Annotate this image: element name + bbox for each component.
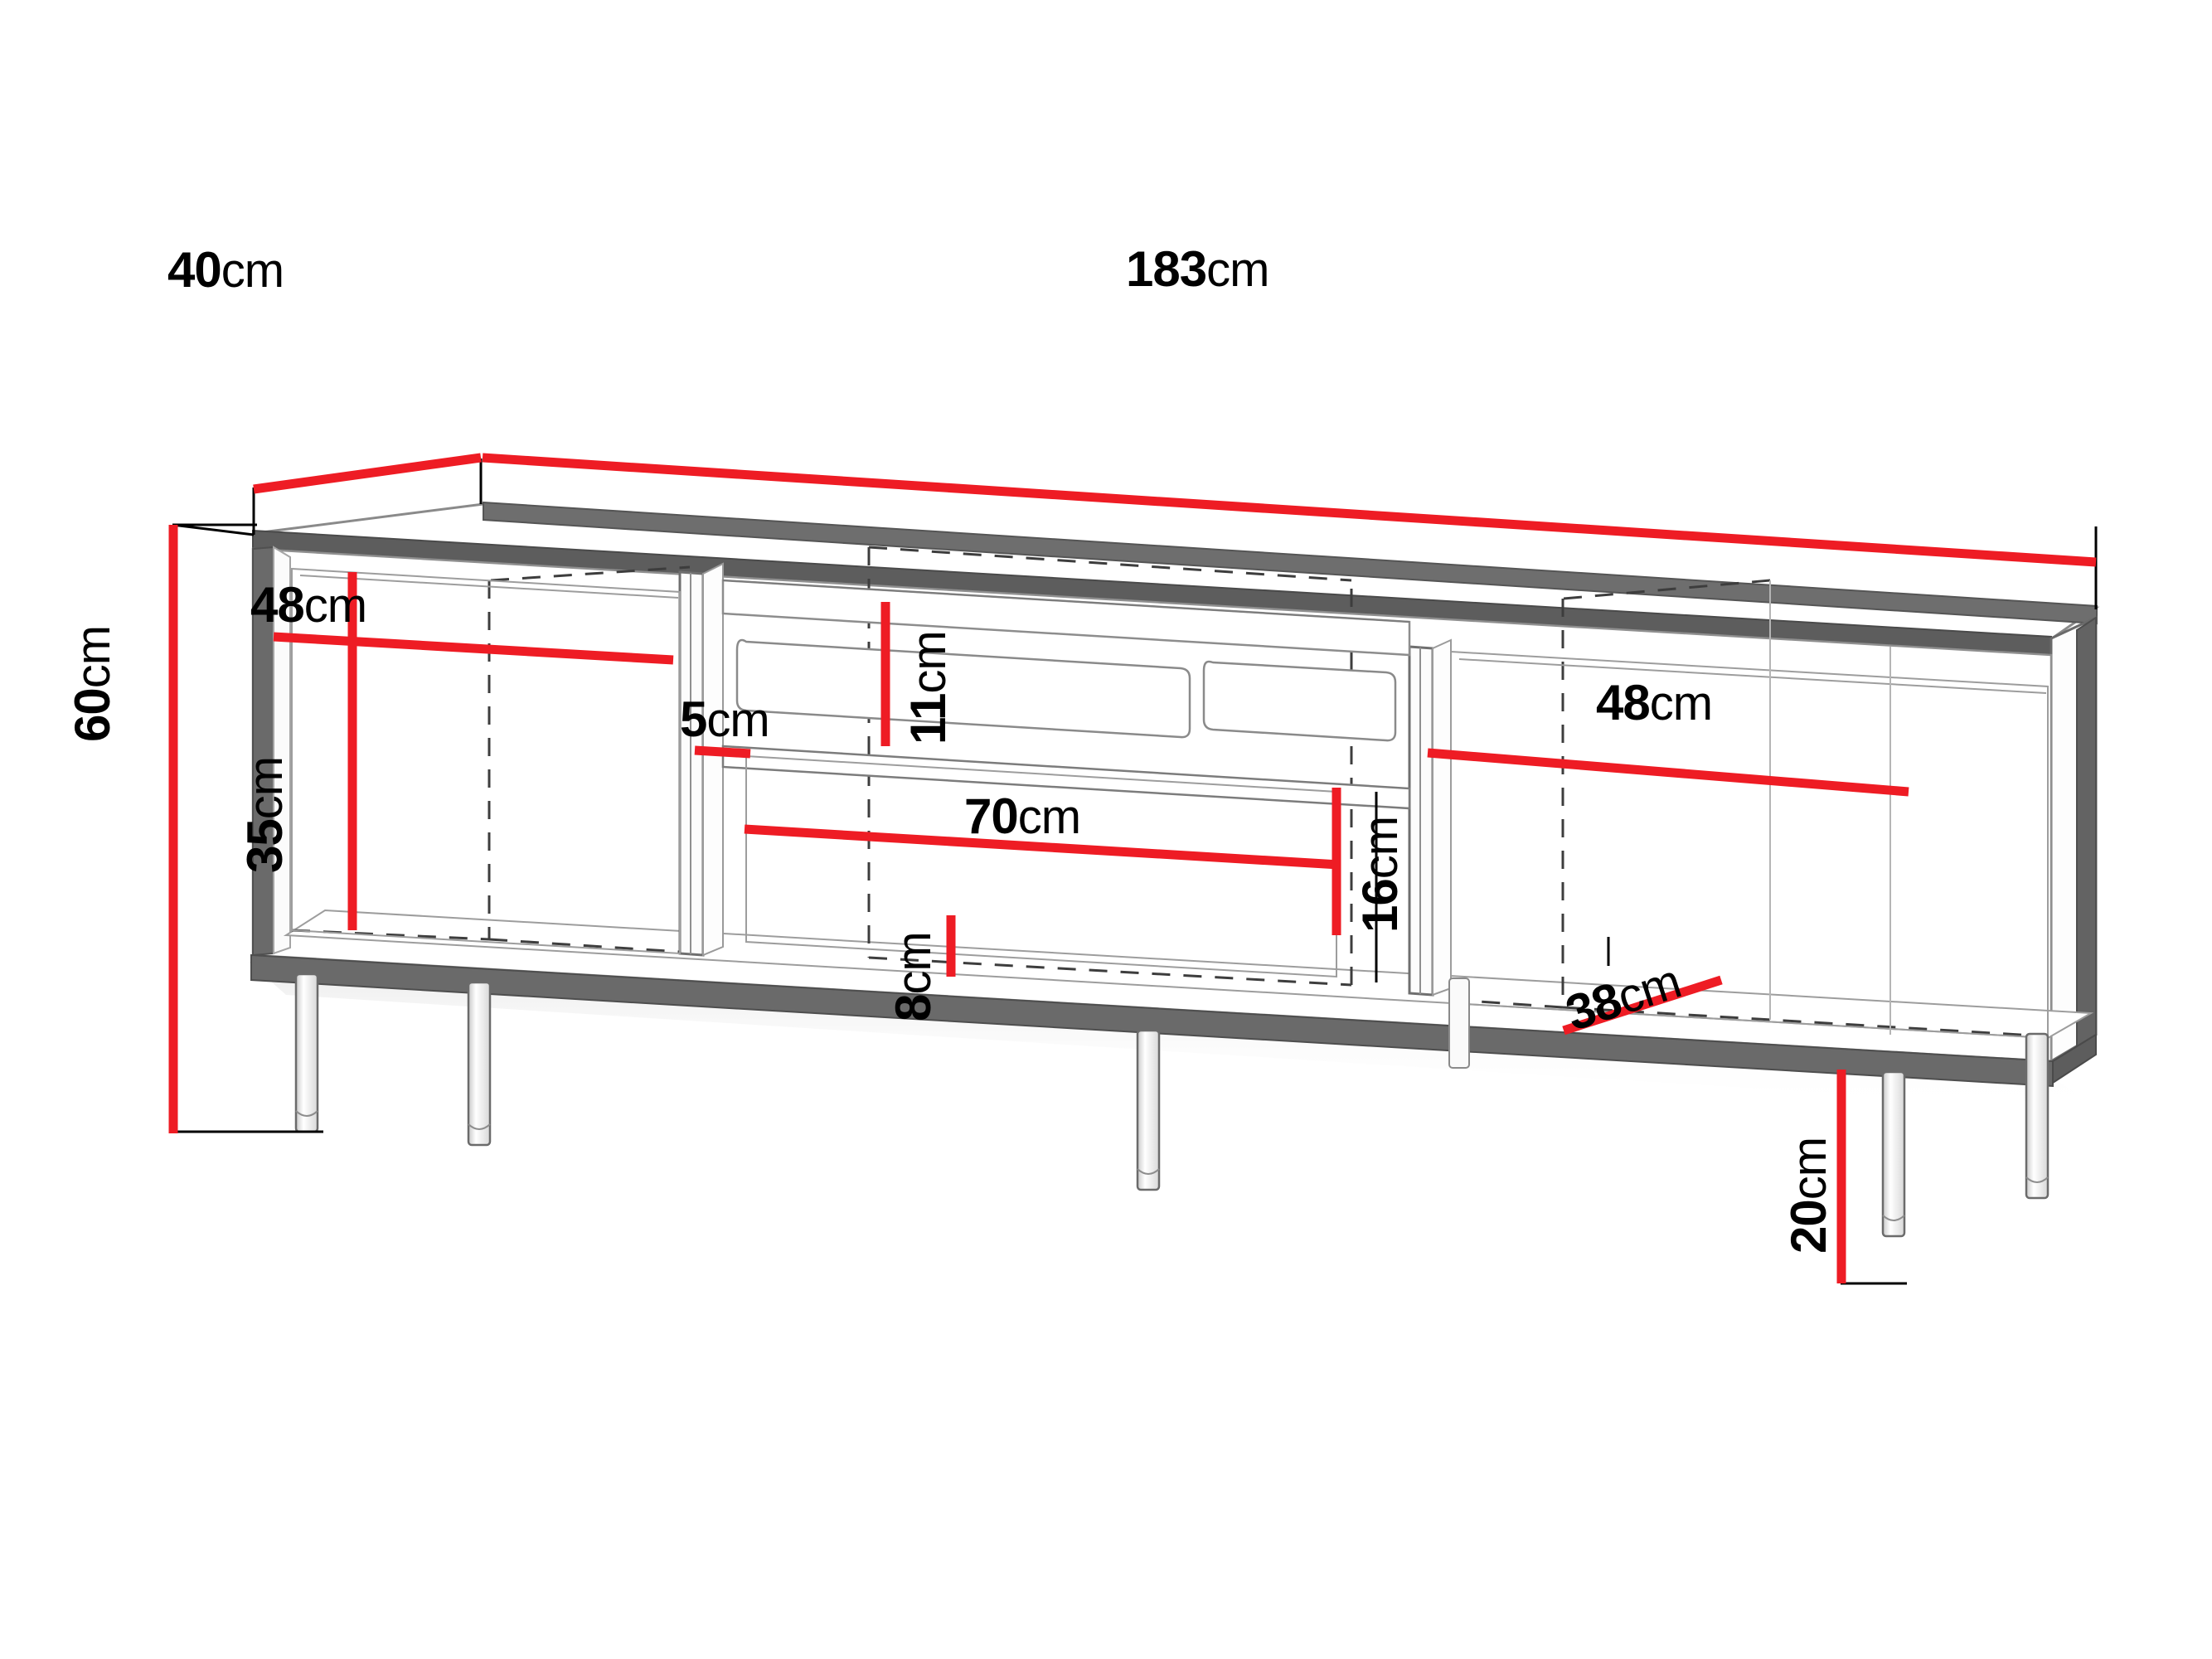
witness-lines xyxy=(172,458,2098,1285)
label-left-width-48: 48cm xyxy=(250,577,367,633)
label-left-height-35-number: 35 xyxy=(237,819,293,873)
label-right-width-48-number: 48 xyxy=(1596,675,1651,730)
cable-slot-large xyxy=(735,638,1191,739)
label-width-183: 183cm xyxy=(1126,245,1269,294)
label-height-60: 60cm xyxy=(65,625,120,742)
dimline-mid-shelf-5 xyxy=(694,745,751,759)
label-mid-top-11-unit: cm xyxy=(902,631,956,694)
label-width-183-number: 183 xyxy=(1126,241,1207,297)
dimline-mid-width-70 xyxy=(744,824,1340,870)
dimline-left-width-48 xyxy=(273,632,674,665)
label-mid-lower-16-unit: cm xyxy=(1354,816,1408,880)
label-mid-width-70-number: 70 xyxy=(964,788,1019,844)
label-height-60-unit: cm xyxy=(66,625,120,689)
leg-middle-back xyxy=(1448,977,1470,1069)
label-mid-shelf-5-unit: cm xyxy=(706,693,769,747)
middle-lower-section xyxy=(745,754,1337,978)
cabinet-left-side-inner xyxy=(273,546,291,955)
label-leg-20-number: 20 xyxy=(1781,1200,1836,1254)
label-depth-40: 40cm xyxy=(167,245,284,295)
cable-slot-small xyxy=(1202,660,1397,742)
label-mid-lower-16-number: 16 xyxy=(1352,879,1408,933)
label-left-height-35: 35cm xyxy=(237,756,293,873)
label-left-width-48-number: 48 xyxy=(250,577,305,633)
middle-compartment xyxy=(721,579,1411,978)
label-width-183-unit: cm xyxy=(1206,243,1269,297)
label-left-width-48-unit: cm xyxy=(303,579,367,633)
label-mid-width-70-unit: cm xyxy=(1017,790,1081,844)
dimline-depth-38 xyxy=(1562,975,1723,1036)
dimline-depth-40 xyxy=(253,453,482,494)
leg-front-left xyxy=(294,973,319,1133)
label-leg-20-unit: cm xyxy=(1783,1137,1836,1201)
middle-divider-shelf xyxy=(721,745,1411,810)
leg-back-right xyxy=(2025,1032,2049,1200)
label-base-8-number: 8 xyxy=(885,994,941,1021)
dimension-lines xyxy=(168,453,2097,1283)
interior-corner-lines xyxy=(1769,580,1891,1035)
label-mid-lower-16: 16cm xyxy=(1352,816,1408,933)
label-right-width-48: 48cm xyxy=(1596,675,1713,730)
label-right-width-48-unit: cm xyxy=(1649,677,1713,730)
label-mid-top-11: 11cm xyxy=(900,631,956,745)
leg-back-left xyxy=(467,981,492,1147)
leg-middle-front xyxy=(1136,1029,1161,1191)
left-compartment xyxy=(291,567,681,955)
label-depth-40-number: 40 xyxy=(167,242,222,298)
divider-right xyxy=(1408,638,1452,997)
label-mid-shelf-5-number: 5 xyxy=(680,691,707,747)
divider-left xyxy=(678,562,724,957)
dimline-right-width-48 xyxy=(1427,748,1909,797)
label-depth-40-unit: cm xyxy=(221,244,284,298)
label-base-8-unit: cm xyxy=(887,932,941,995)
label-mid-shelf-5: 5cm xyxy=(680,693,770,747)
cabinet-legs xyxy=(294,973,2049,1238)
label-left-height-35-unit: cm xyxy=(239,756,293,820)
label-leg-20: 20cm xyxy=(1781,1137,1836,1254)
leg-front-right xyxy=(1881,1070,1906,1238)
label-height-60-number: 60 xyxy=(65,688,120,742)
dimline-width-183 xyxy=(482,453,2097,567)
cabinet-bottom-right-edge xyxy=(2052,1033,2097,1084)
cabinet-right-side-edge xyxy=(2076,616,2097,1048)
label-base-8: 8cm xyxy=(885,932,941,1021)
label-mid-top-11-number: 11 xyxy=(900,693,956,745)
label-mid-width-70: 70cm xyxy=(964,790,1081,844)
